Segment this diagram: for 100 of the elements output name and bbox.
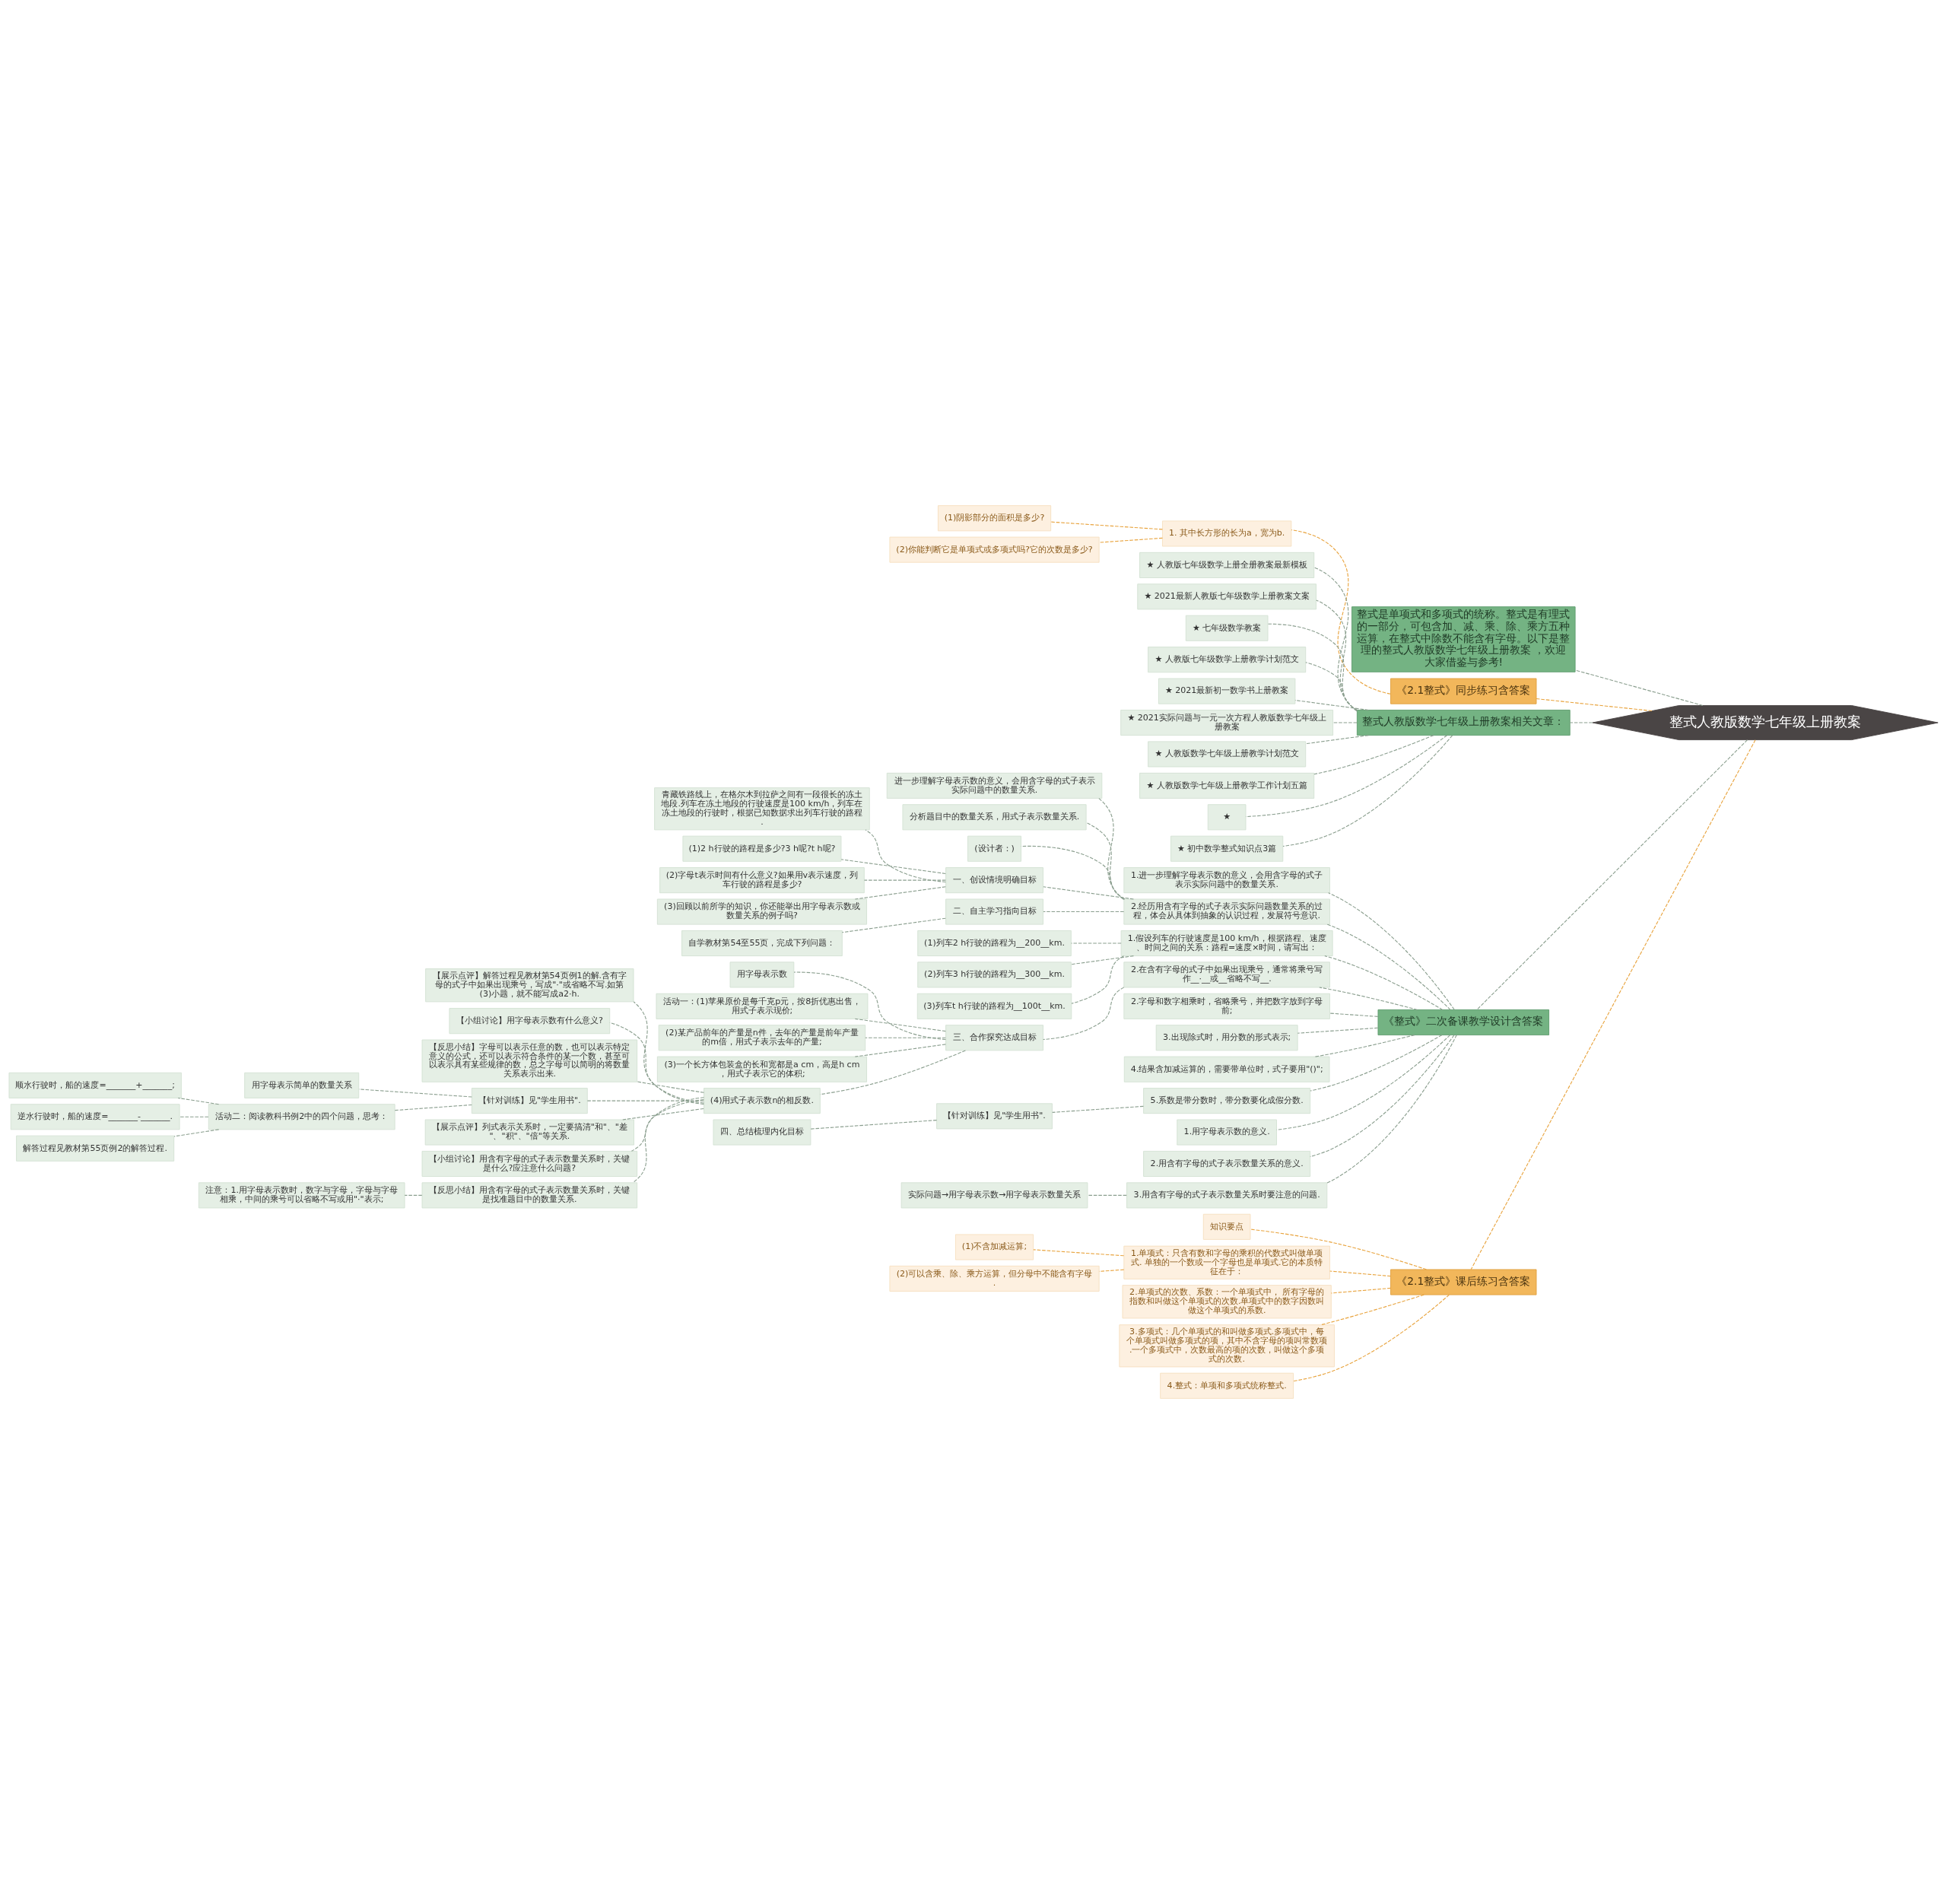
- connector: [177, 1097, 220, 1105]
- connector: [1328, 892, 1455, 1010]
- connector: [819, 1050, 966, 1095]
- node-box: 三、合作探究达成目标: [945, 1025, 1043, 1051]
- connector: [1320, 1294, 1425, 1326]
- node-box: 1.假设列车的行驶速度是100 km/h，根据路程、速度、时间之间的关系：路程=速度×时间，请写出：: [1120, 930, 1333, 956]
- connector: [1569, 722, 1593, 723]
- node-box: 【反思小结】用含有字母的式子表示数量关系时，关键是找准题目中的数量关系.: [421, 1182, 638, 1209]
- node-box: 3.出现除式时，用分数的形式表示;: [1155, 1025, 1298, 1051]
- node-box: 二、自主学习指向目标: [945, 898, 1043, 925]
- node-box: (3)回顾以前所学的知识，你还能举出用字母表示数或数量关系的例子吗?: [656, 898, 867, 925]
- node-box: 注意：1.用字母表示数时，数字与字母，字母与字母相乘，中间的乘号可以省略不写或用"·"表示;: [198, 1182, 405, 1209]
- connector: [1050, 521, 1163, 530]
- node-box: 知识要点: [1202, 1213, 1251, 1240]
- connector: [1282, 735, 1453, 847]
- node-box: 进一步理解字母表示数的意义，会用含字母的式子表示实际问题中的数量关系.: [886, 772, 1103, 799]
- connector: [1098, 537, 1163, 543]
- connector: [1310, 1035, 1455, 1158]
- connector: [1476, 739, 1748, 1010]
- connector: [1267, 623, 1358, 711]
- connector: [586, 1100, 704, 1101]
- connector: [622, 1108, 704, 1120]
- node-box: 2.字母和数字相乘时，省略乘号，并把数字放到字母前;: [1123, 993, 1330, 1019]
- node-box: 用字母表示数: [729, 962, 795, 988]
- node-box: ★ 人教版数学七年级上册教学计划范文: [1148, 741, 1307, 768]
- node-box: 分析题目中的数量关系，用式子表示数量关系.: [902, 804, 1087, 831]
- connector: [632, 1097, 705, 1184]
- connector: [840, 859, 946, 875]
- connector: [1319, 987, 1418, 1010]
- node-box: 《2.1整式》课后练习含答案: [1390, 1269, 1537, 1295]
- node-box: 整式人教版数学七年级上册教案相关文章：: [1356, 710, 1571, 736]
- connector: [1052, 1105, 1144, 1113]
- connector: [865, 829, 946, 882]
- node-box: ★ 人教版数学七年级上册教学工作计划五篇: [1139, 772, 1315, 799]
- node-box: 解答过程见教材第55页例2的解答过程.: [16, 1135, 175, 1162]
- node-box: ★ 2021最新人教版七年级数学上册教案文案: [1137, 583, 1317, 610]
- node-box: 自学教材第54至55页，完成下列问题：: [681, 930, 843, 956]
- node-box: 【小组讨论】用字母表示数有什么意义?: [449, 1008, 611, 1035]
- connector: [793, 971, 946, 1041]
- node-box: (设计者：): [967, 835, 1021, 862]
- connector: [1098, 797, 1125, 900]
- connector: [637, 1081, 705, 1093]
- node-box: 2.用含有字母的式子表示数量关系的意义.: [1143, 1150, 1311, 1177]
- node-box: 逆水行驶时，船的速度=_______-_______.: [10, 1104, 180, 1130]
- node-box: 《2.1整式》同步练习含答案: [1390, 678, 1537, 704]
- connector: [173, 1129, 220, 1137]
- node-box: 4.整式：单项和多项式统称整式.: [1160, 1372, 1294, 1399]
- node-box: 【展示点评】列式表示关系时，一定要搞清"和"、"差"、"积"、"倍"等关系.: [424, 1119, 634, 1146]
- connector: [1043, 911, 1125, 913]
- connector: [854, 1044, 946, 1057]
- connector: [841, 917, 946, 933]
- connector: [1329, 1270, 1391, 1277]
- node-box: 【针对训练】见"学生用书".: [936, 1103, 1053, 1130]
- node-box: 2.在含有字母的式子中如果出现乘号，通常将乘号写作__·__或__省略不写__.: [1123, 962, 1330, 988]
- connector: [1071, 942, 1122, 944]
- connector: [1305, 662, 1358, 710]
- node-box: 3.多项式：几个单项式的和叫做多项式.多项式中，每个单项式叫做多项式的项，其中不含字母的项叫常数项.一个多项式中，次数最高的项的次数，叫做这个多项式的次数.: [1119, 1324, 1335, 1368]
- connector: [1085, 822, 1125, 900]
- connector: [1332, 722, 1358, 723]
- connector: [1245, 735, 1447, 818]
- node-box: (2)某产品前年的产量是n件，去年的产量是前年产量的m倍，用式子表示去年的产量;: [658, 1025, 866, 1051]
- node-box: (3)列车t h行驶的路程为__100t__km.: [916, 993, 1072, 1019]
- connector: [1313, 735, 1434, 775]
- connector: [1276, 1035, 1450, 1130]
- connector: [854, 1018, 946, 1032]
- node-box: ★ 人教版七年级数学上册全册教案最新模板: [1139, 551, 1315, 578]
- node-box: 2.经历用含有字母的式子表示实际问题数量关系的过程，体会从具体到抽象的认识过程，发展符号意识.: [1123, 898, 1330, 925]
- node-box: (1)2 h行驶的路程是多少?3 h呢?t h呢?: [682, 835, 842, 862]
- node-box: 【展示点评】解答过程见教材第54页例1的解.含有字母的式子中如果出现乘号，写成"·"或省略不写.如第(3)小题，就不能写成a2·h.: [425, 968, 634, 1003]
- connector: [1291, 529, 1391, 695]
- connector: [1250, 1229, 1427, 1270]
- node-box: 整式是单项式和多项式的统称。整式是有理式的一部分，可包含加、减、乘、除、乘方五种运算，在整式中除数不能含有字母。以下是整理的整式人教版数学七年级上册教案 ，欢迎大家借鉴与参考!: [1351, 606, 1576, 672]
- connector: [1297, 1027, 1379, 1034]
- connector: [863, 879, 946, 881]
- node-box: 实际问题→用字母表示数→用字母表示数量关系: [900, 1182, 1088, 1209]
- connector: [1326, 923, 1451, 1010]
- node-box: (1)阴影部分的面积是多少?: [938, 505, 1052, 532]
- node-box: 1. 其中长方形的长为a，宽为b.: [1162, 520, 1292, 547]
- node-box: 《整式》二次备课教学设计含答案: [1377, 1009, 1550, 1036]
- connector: [1087, 1194, 1127, 1196]
- node-box: (1)列车2 h行驶的路程为__200__km.: [917, 930, 1072, 956]
- node-box: (2)可以含乘、除、乘方运算，但分母中不能含有字母.: [889, 1265, 1100, 1292]
- connector: [1021, 845, 1126, 900]
- connector: [358, 1089, 472, 1098]
- connector: [1324, 955, 1444, 1010]
- node-box: 【反思小结】字母可以表示任意的数，也可以表示特定意义的公式，还可以表示符合条件的某一个数，甚至可以表示具有某些规律的数，总之字母可以简明的将数量关系表示出来.: [421, 1039, 638, 1082]
- node-box: 活动二：阅读教科书例2中的四个问题，思考：: [208, 1104, 395, 1130]
- connector: [1071, 955, 1124, 1004]
- connector: [404, 1194, 423, 1196]
- connector: [394, 1104, 472, 1111]
- node-box: 四、总结梳理内化目标: [713, 1119, 812, 1146]
- node-box: (2)列车3 h行驶的路程为__300__km.: [917, 962, 1072, 988]
- connector: [630, 1098, 704, 1152]
- node-box: (1)不含加减运算;: [955, 1234, 1034, 1260]
- node-box: ★ 初中数学整式知识点3篇: [1170, 835, 1284, 862]
- node-box: 1.进一步理解字母表示数的意义，会用含字母的式子表示实际问题中的数量关系.: [1123, 867, 1330, 894]
- node-box: (3)一个长方体包装盒的长和宽都是a cm，高是h cm，用式子表示它的体积;: [656, 1056, 867, 1082]
- connector: [1330, 1287, 1391, 1294]
- connector: [1305, 735, 1369, 745]
- connector: [1470, 739, 1756, 1270]
